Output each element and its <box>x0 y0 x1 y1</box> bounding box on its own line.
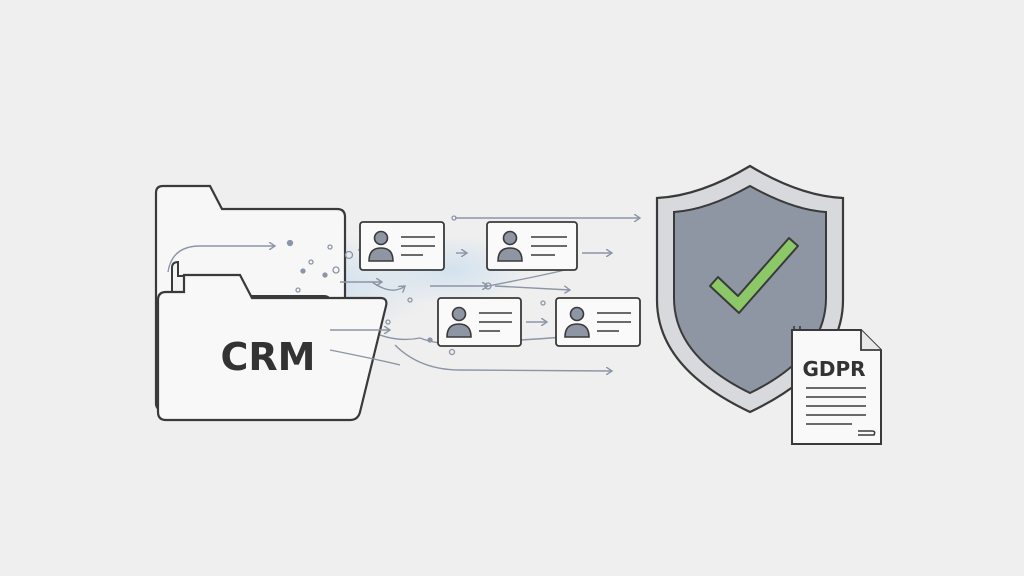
contact-card-icon <box>359 221 445 271</box>
gdpr-document-icon: GDPR <box>791 326 882 445</box>
flow-arrow <box>371 281 405 290</box>
gdpr-label: GDPR <box>802 357 865 381</box>
contact-card-icon <box>486 221 578 271</box>
flow-arrow <box>329 349 401 366</box>
data-particles <box>286 215 546 356</box>
shield-icon <box>655 164 845 414</box>
contact-card-icon <box>437 297 522 347</box>
flow-arrow <box>494 285 570 290</box>
crm-label: CRM <box>221 335 316 379</box>
crm-folder-icon: CRM <box>154 184 388 422</box>
flow-arrow <box>487 269 566 287</box>
checkmark-icon <box>709 237 799 314</box>
flow-arrow <box>167 246 275 273</box>
contact-card-icon <box>555 297 641 347</box>
flow-arrow <box>394 344 612 371</box>
